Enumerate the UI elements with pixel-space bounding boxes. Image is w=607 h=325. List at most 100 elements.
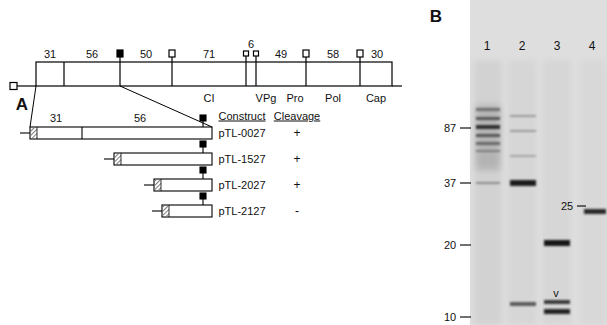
genome-map bbox=[63, 62, 64, 86]
genome-map bbox=[117, 50, 123, 57]
construct-bars bbox=[202, 173, 203, 179]
construct-bars bbox=[161, 179, 162, 191]
genome-map bbox=[119, 62, 120, 86]
protein-name: Pro bbox=[286, 93, 303, 104]
construct-bars bbox=[121, 153, 122, 165]
gel-image bbox=[544, 240, 570, 246]
protein-size: 71 bbox=[203, 49, 215, 60]
gel-image bbox=[508, 60, 536, 325]
gel-image bbox=[476, 105, 500, 170]
construct-bars bbox=[202, 121, 203, 127]
construct-bars bbox=[31, 128, 37, 138]
protein-size: 56 bbox=[134, 113, 146, 124]
gel-image bbox=[510, 130, 536, 132]
protein-size: 31 bbox=[50, 113, 62, 124]
gel-image bbox=[510, 155, 536, 157]
lane-number: 1 bbox=[484, 40, 491, 52]
gel-image bbox=[460, 0, 607, 325]
genome-map bbox=[305, 57, 306, 62]
genome-map bbox=[17, 85, 36, 86]
construct-bars bbox=[20, 115, 212, 217]
gel-image bbox=[510, 180, 536, 186]
band-marker: v bbox=[553, 288, 559, 299]
genome-map bbox=[305, 62, 306, 86]
construct-bars bbox=[20, 132, 30, 133]
genome-map bbox=[10, 50, 402, 127]
genome-map bbox=[171, 62, 172, 86]
genome-map bbox=[357, 50, 363, 57]
genome-map bbox=[10, 83, 17, 90]
gel-image bbox=[476, 150, 500, 152]
genome-map bbox=[244, 51, 249, 56]
cleavage-result: + bbox=[293, 179, 300, 191]
construct-bars bbox=[114, 153, 212, 165]
gel-image bbox=[476, 134, 500, 137]
construct-bars bbox=[162, 205, 212, 217]
gel-image bbox=[460, 182, 471, 183]
lane-number: 3 bbox=[554, 40, 561, 52]
gel-image bbox=[460, 128, 586, 317]
gel-image bbox=[476, 142, 500, 145]
construct-name: pTL-1527 bbox=[218, 154, 265, 165]
genome-map bbox=[36, 62, 392, 86]
protein-size: 49 bbox=[275, 49, 287, 60]
construct-bars bbox=[155, 180, 161, 190]
protein-name: CI bbox=[204, 93, 215, 104]
gel-image bbox=[460, 316, 471, 317]
genome-map bbox=[119, 57, 120, 62]
gel-image bbox=[474, 60, 502, 325]
construct-bars bbox=[37, 127, 38, 139]
gel-image bbox=[476, 117, 500, 120]
gel-image bbox=[460, 244, 471, 245]
genome-map bbox=[255, 62, 256, 86]
construct-bars bbox=[200, 193, 206, 199]
genome-map bbox=[245, 56, 246, 62]
genome-map bbox=[30, 86, 36, 127]
construct-bars bbox=[154, 179, 212, 191]
construct-bars bbox=[104, 158, 114, 159]
genome-map bbox=[392, 85, 402, 86]
genome-map bbox=[303, 50, 309, 57]
genome-map bbox=[359, 57, 360, 62]
protein-size: 56 bbox=[86, 49, 98, 60]
lane-number: 2 bbox=[519, 40, 526, 52]
gel-image bbox=[510, 302, 536, 306]
protein-name: Pol bbox=[325, 93, 341, 104]
size-marker: 25 bbox=[561, 201, 573, 212]
protein-size: 30 bbox=[371, 49, 383, 60]
gel-image bbox=[544, 300, 570, 304]
construct-name: pTL-2027 bbox=[218, 180, 265, 191]
genome-map bbox=[254, 51, 259, 56]
protein-size: 6 bbox=[248, 39, 254, 50]
construct-bars bbox=[169, 205, 170, 217]
gel-image bbox=[543, 60, 571, 325]
column-header: Cleavage bbox=[274, 111, 320, 122]
construct-name: pTL-0027 bbox=[218, 128, 265, 139]
construct-bars bbox=[81, 127, 82, 139]
gel-image bbox=[470, 0, 607, 325]
genome-map bbox=[359, 62, 360, 86]
panel-letter: B bbox=[430, 8, 442, 25]
column-header: Construct bbox=[218, 111, 265, 122]
cleavage-result: - bbox=[295, 205, 299, 217]
construct-bars bbox=[30, 127, 212, 139]
gel-image bbox=[476, 108, 500, 111]
construct-bars bbox=[200, 115, 206, 121]
protein-name: VPg bbox=[256, 93, 277, 104]
gel-image bbox=[577, 205, 586, 206]
lane-number: 4 bbox=[589, 40, 596, 52]
size-marker: 87 bbox=[444, 123, 456, 134]
genome-map bbox=[171, 57, 172, 62]
cleavage-result: + bbox=[293, 127, 300, 139]
construct-bars bbox=[115, 154, 121, 164]
protein-size: 58 bbox=[327, 49, 339, 60]
construct-bars bbox=[202, 199, 203, 205]
size-marker: 20 bbox=[444, 240, 456, 251]
construct-bars bbox=[200, 167, 206, 173]
genome-map bbox=[255, 56, 256, 62]
gel-image bbox=[580, 60, 606, 325]
construct-bars bbox=[202, 147, 203, 153]
protein-name: Cap bbox=[366, 93, 386, 104]
construct-bars bbox=[144, 184, 154, 185]
gel-image bbox=[584, 209, 606, 214]
